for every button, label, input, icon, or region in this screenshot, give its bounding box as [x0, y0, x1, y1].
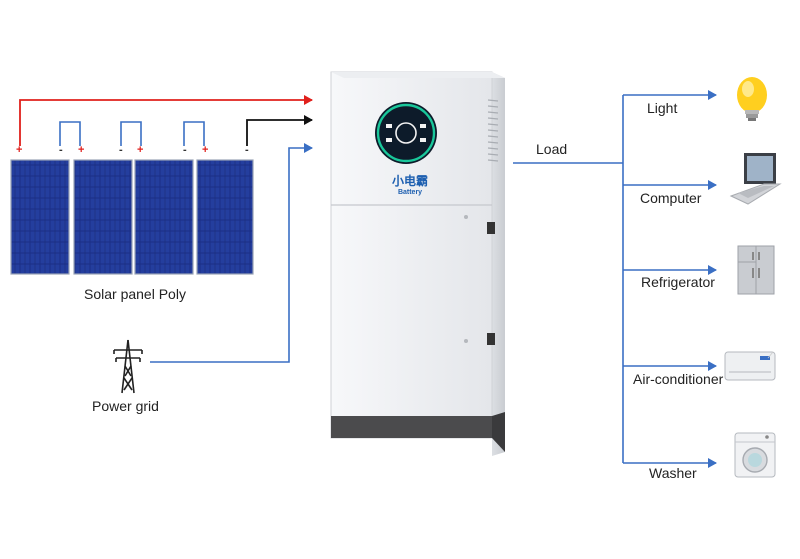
solar-panel-array	[10, 159, 254, 275]
power-tower-icon	[113, 339, 143, 394]
load-label: Load	[536, 141, 568, 157]
refrigerator-icon	[737, 245, 775, 295]
solar-panel	[134, 159, 194, 275]
air-conditioner-icon	[724, 351, 776, 381]
unit-brand-logo: 小电霸	[391, 174, 428, 188]
load-item-computer: Computer	[640, 190, 702, 206]
washing-machine-icon	[734, 432, 776, 478]
solar-panel	[196, 159, 254, 275]
laptop-icon	[729, 153, 782, 205]
light-bulb-icon	[737, 77, 767, 121]
polarity-sign: +	[137, 144, 144, 156]
unit-brand-subtitle: Battery	[397, 189, 423, 196]
dc-positive-wire	[19, 95, 313, 146]
polarity-sign: -	[245, 144, 249, 156]
load-wiring	[513, 90, 717, 468]
load-item-refrigerator: Refrigerator	[641, 274, 715, 290]
grid-wire	[150, 143, 313, 363]
polarity-sign: -	[59, 144, 63, 156]
hybrid-inverter-battery-unit	[330, 71, 505, 456]
side-handle	[487, 333, 495, 345]
load-item-light: Light	[647, 100, 678, 116]
solar-panel	[73, 159, 133, 275]
power-grid-label: Power grid	[92, 398, 159, 414]
panel-series-jumpers	[59, 121, 205, 146]
polarity-sign: +	[202, 144, 209, 156]
side-handle	[487, 222, 495, 234]
polarity-sign: +	[78, 144, 85, 156]
solar-panel	[10, 159, 70, 275]
load-item-washer: Washer	[649, 465, 697, 481]
polarity-sign: -	[183, 144, 187, 156]
polarity-sign: +	[16, 144, 23, 156]
polarity-sign: -	[119, 144, 123, 156]
load-item-air-conditioner: Air-conditioner	[633, 371, 724, 387]
display-screen	[375, 102, 437, 164]
solar-panel-label: Solar panel Poly	[84, 286, 186, 302]
dc-negative-wire	[246, 115, 313, 146]
